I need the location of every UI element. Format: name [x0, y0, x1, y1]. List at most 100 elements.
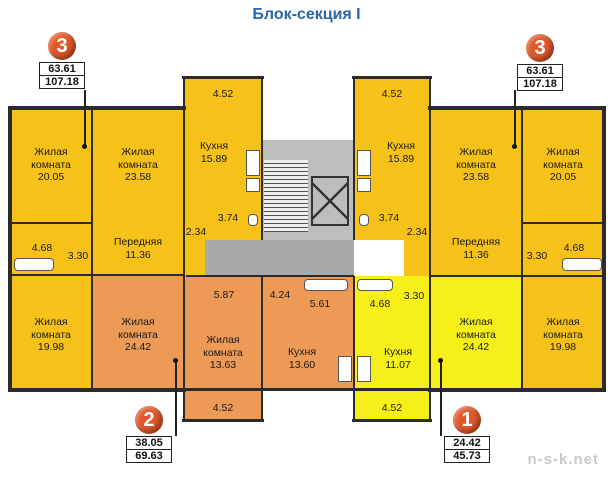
left-room-19-98 — [10, 275, 92, 390]
total-area: 45.73 — [453, 450, 481, 462]
room-label: 2.34 — [406, 226, 428, 238]
center-hall — [184, 276, 262, 306]
room-label: 5.87 — [213, 289, 235, 301]
room-label: Жилая комната 19.98 — [543, 316, 583, 353]
right-corridor — [404, 196, 430, 276]
wall-balc-right — [352, 76, 432, 79]
wall-center-bottom — [184, 388, 430, 391]
room-label: 4.52 — [212, 88, 234, 100]
elevator-icon — [311, 176, 349, 226]
one-room-living — [430, 276, 522, 390]
right-toilet-icon — [359, 214, 369, 226]
room-label: Жилая комната 19.98 — [31, 316, 71, 353]
left-sink-icon — [246, 178, 260, 192]
wall-balc-left — [182, 76, 264, 79]
leader-line — [440, 360, 442, 436]
left-balcony-top — [184, 78, 262, 108]
wall-v-354 — [353, 78, 355, 240]
living-area: 38.05 — [127, 437, 171, 450]
left-toilet-icon — [248, 214, 258, 226]
right-hall — [430, 223, 522, 276]
center-room-13-63 — [184, 306, 262, 390]
wall-v-430 — [429, 78, 431, 422]
left-hall — [92, 223, 184, 275]
left-stove-icon — [246, 150, 260, 176]
center-stove-icon — [338, 356, 352, 382]
room-label: 4.52 — [212, 402, 234, 414]
apt-3-right-areas: 63.61 107.18 — [517, 64, 563, 91]
room-label: 4.52 — [381, 88, 403, 100]
leader-dot — [82, 144, 87, 149]
room-label: Кухня 15.89 — [199, 140, 229, 165]
wall-h-276-core — [186, 275, 354, 277]
leader-line — [84, 90, 86, 146]
wall-h-275-right — [430, 275, 604, 277]
wall-h-275-left — [10, 274, 184, 276]
living-area: 24.42 — [445, 437, 489, 450]
living-area: 63.61 — [518, 65, 562, 78]
wall-v-354b — [353, 276, 355, 422]
room-label: Жилая комната 23.58 — [118, 146, 158, 183]
room-label: 4.24 — [269, 289, 291, 301]
left-room-23-58 — [92, 108, 184, 223]
wall-bottom-right — [428, 388, 606, 392]
watermark: n-s-k.net — [527, 451, 599, 468]
right-room-19-98 — [522, 276, 604, 390]
page-title: Блок-секция I — [252, 6, 361, 23]
room-label: Жилая комната 24.42 — [118, 316, 158, 353]
wall-balc-bottom-y — [352, 419, 432, 422]
center-bathtub-icon — [304, 279, 348, 291]
room-label: Кухня 13.60 — [287, 346, 317, 371]
wall-h-223-right — [522, 222, 604, 224]
right-hall-small — [522, 223, 552, 276]
room-label: 5.61 — [309, 298, 331, 310]
right-bathtub-icon — [562, 258, 602, 271]
right-balcony-top — [354, 78, 430, 108]
wall-top-left — [8, 106, 186, 110]
wall-h-223-left — [10, 222, 92, 224]
room-label: Жилая комната 20.05 — [543, 146, 583, 183]
room-label: 3.30 — [526, 250, 548, 262]
left-room-20-05 — [10, 108, 92, 223]
room-label: Кухня 15.89 — [386, 140, 416, 165]
leader-line — [175, 360, 177, 436]
wall-balc-bottom-c — [182, 419, 264, 422]
total-area: 107.18 — [45, 76, 79, 88]
wall-v-522 — [521, 108, 523, 390]
wall-right — [602, 106, 606, 392]
wall-v-262 — [261, 78, 263, 240]
leader-dot — [512, 144, 517, 149]
room-label: 4.52 — [381, 402, 403, 414]
wall-left — [8, 106, 12, 392]
apt-1-areas: 24.42 45.73 — [444, 436, 490, 463]
total-area: 107.18 — [523, 78, 557, 90]
apt-3-left-areas: 63.61 107.18 — [39, 62, 85, 89]
apt-3-left-badge: 3 — [48, 32, 76, 60]
room-label: Жилая комната 24.42 — [456, 316, 496, 353]
room-label: Жилая комната 23.58 — [456, 146, 496, 183]
living-area: 63.61 — [40, 63, 84, 76]
room-label: 4.68 — [369, 298, 391, 310]
room-label: Жилая комната 13.63 — [203, 334, 243, 371]
room-label: Передняя 11.36 — [451, 236, 501, 261]
room-label: 3.30 — [67, 250, 89, 262]
right-stove-icon — [357, 150, 371, 176]
wall-bottom-left — [8, 388, 186, 392]
apt-3-right-badge: 3 — [526, 34, 554, 62]
center-hall2 — [262, 276, 300, 306]
leader-dot — [438, 358, 443, 363]
wall-v-262b — [261, 276, 263, 422]
apt-2-areas: 38.05 69.63 — [126, 436, 172, 463]
leader-dot — [173, 358, 178, 363]
one-room-balcony — [354, 390, 430, 420]
center-room-24-42 — [92, 275, 184, 390]
leader-line — [514, 90, 516, 146]
right-room-23-58 — [430, 108, 522, 223]
room-label: 4.68 — [563, 242, 585, 254]
center-balcony — [184, 390, 262, 420]
room-label: 3.74 — [217, 212, 239, 224]
left-corridor — [184, 196, 205, 276]
room-label: 4.68 — [31, 242, 53, 254]
room-label: Жилая комната 20.05 — [31, 146, 71, 183]
